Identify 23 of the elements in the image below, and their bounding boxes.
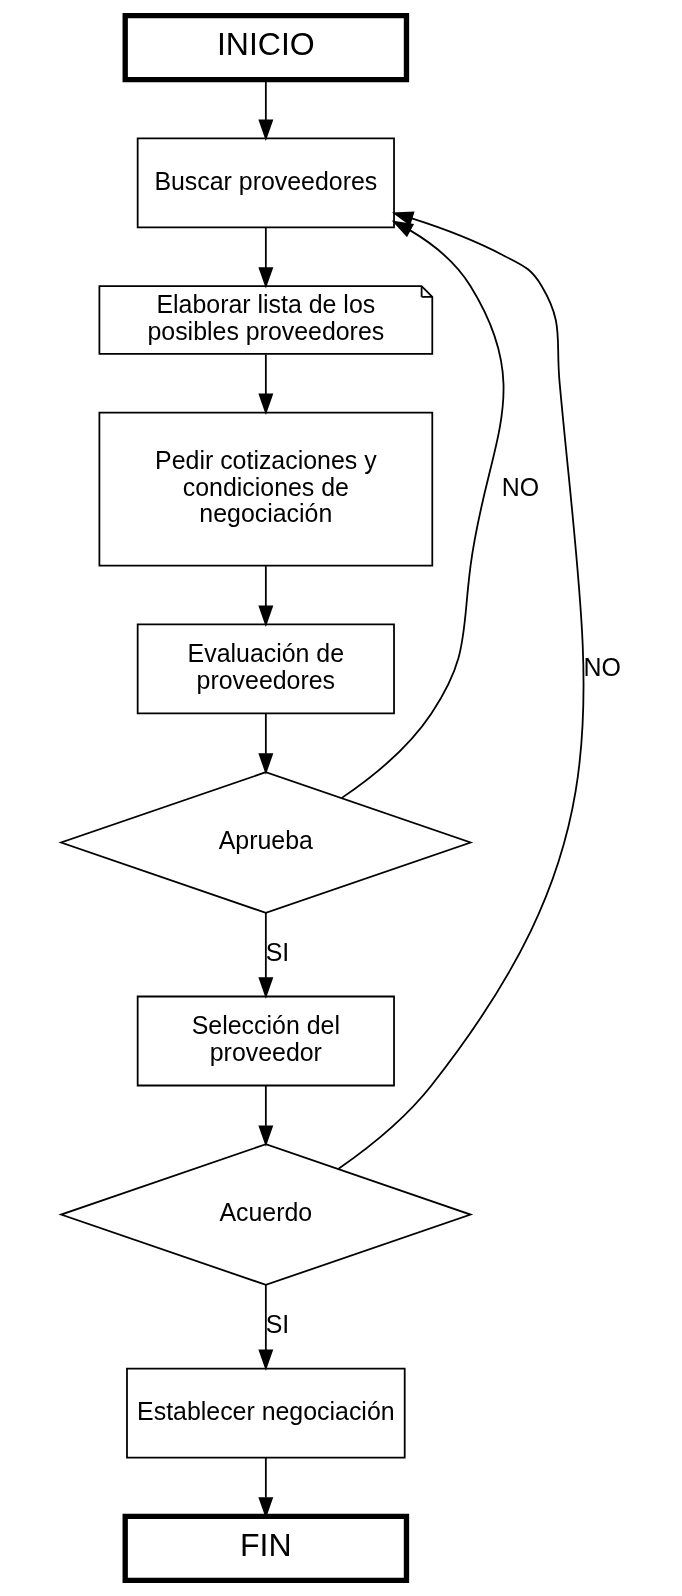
arrow	[257, 353, 273, 415]
edge-label: SI	[265, 938, 289, 967]
arrow	[257, 565, 273, 627]
node-box: Selección del proveedor	[136, 995, 395, 1087]
arrow	[257, 1084, 273, 1147]
node-diamond: Acuerdo	[57, 1143, 473, 1286]
node-box: FIN	[122, 1513, 409, 1584]
arrow	[337, 211, 584, 1170]
arrow	[257, 1284, 273, 1371]
arrow	[257, 226, 273, 289]
edge-label: NO	[583, 652, 621, 681]
arrow	[340, 220, 504, 799]
arrow	[257, 712, 273, 775]
node-box: INICIO	[122, 12, 409, 83]
edge-label: SI	[265, 1310, 289, 1339]
node-diamond: Aprueba	[57, 771, 473, 914]
edge-label: NO	[501, 472, 539, 501]
node-box: Pedir cotizaciones y condiciones de negociación	[98, 411, 433, 567]
arrow	[257, 79, 273, 141]
node-box: Establecer negociación	[125, 1367, 406, 1459]
node-box: Evaluación de proveedores	[136, 623, 395, 715]
arrow	[257, 912, 273, 999]
node-box: Buscar proveedores	[136, 137, 395, 229]
